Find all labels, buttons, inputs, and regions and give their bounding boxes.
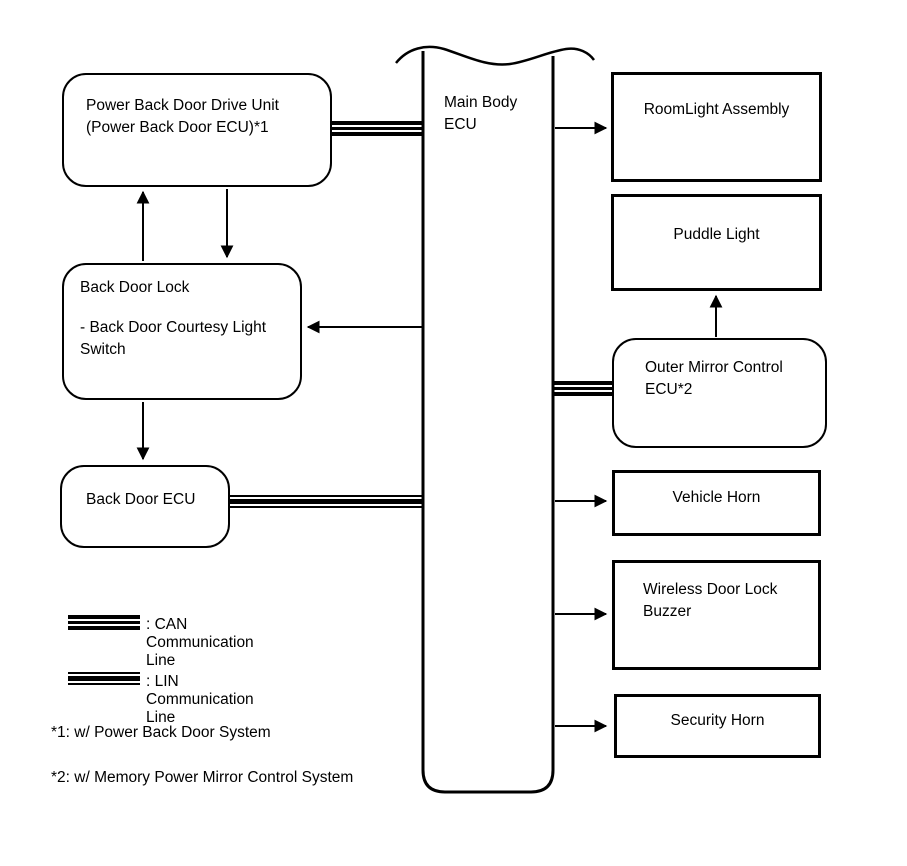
footnote-2: *2: w/ Memory Power Mirror Control Syste… bbox=[51, 769, 354, 786]
can-line-drive-unit-main-ecu bbox=[332, 121, 422, 136]
security-horn-label: Security Horn bbox=[670, 712, 765, 729]
wireless-buzzer-line2: Buzzer bbox=[643, 603, 692, 620]
back-door-ecu-label: Back Door ECU bbox=[86, 491, 196, 508]
lin-line-symbol bbox=[68, 672, 140, 685]
drive-unit-line1: Power Back Door Drive Unit bbox=[86, 97, 279, 114]
main-ecu-line1: Main Body bbox=[444, 94, 518, 111]
lin-line-back-door-ecu-main-ecu bbox=[230, 495, 422, 508]
node-roomlight-assembly: RoomLight Assembly bbox=[611, 72, 822, 182]
node-wireless-door-lock-buzzer: Wireless Door Lock Buzzer bbox=[612, 560, 821, 670]
main-body-ecu-outline bbox=[421, 51, 555, 794]
can-line-main-ecu-outer-mirror bbox=[554, 381, 612, 396]
outer-mirror-line1: Outer Mirror Control bbox=[645, 359, 783, 376]
node-back-door-lock: Back Door Lock - Back Door Courtesy Ligh… bbox=[62, 263, 302, 400]
wireless-buzzer-line1: Wireless Door Lock bbox=[643, 581, 778, 598]
node-puddle-light: Puddle Light bbox=[611, 194, 822, 291]
legend-can-label: : CAN Communication Line bbox=[146, 616, 254, 669]
node-outer-mirror-control-ecu: Outer Mirror Control ECU*2 bbox=[612, 338, 827, 448]
node-power-back-door-drive-unit: Power Back Door Drive Unit (Power Back D… bbox=[62, 73, 332, 187]
vehicle-horn-label: Vehicle Horn bbox=[672, 489, 761, 506]
drive-unit-line2: (Power Back Door ECU)*1 bbox=[86, 119, 269, 136]
legend-lin-label: : LIN Communication Line bbox=[146, 673, 254, 726]
back-door-lock-subtitle: - Back Door Courtesy Light Switch bbox=[80, 319, 267, 358]
node-vehicle-horn: Vehicle Horn bbox=[612, 470, 821, 536]
main-ecu-line2: ECU bbox=[444, 116, 477, 133]
outer-mirror-line2: ECU*2 bbox=[645, 381, 693, 398]
node-main-body-ecu-label: Main Body ECU bbox=[444, 92, 517, 136]
node-security-horn: Security Horn bbox=[614, 694, 821, 758]
can-line-symbol bbox=[68, 615, 140, 630]
footnote-1: *1: w/ Power Back Door System bbox=[51, 724, 271, 741]
node-back-door-ecu: Back Door ECU bbox=[60, 465, 230, 548]
back-door-lock-title: Back Door Lock bbox=[80, 279, 190, 296]
roomlight-assembly-label: RoomLight Assembly bbox=[643, 101, 790, 118]
main-body-ecu-torn-edge bbox=[395, 45, 596, 66]
puddle-light-label: Puddle Light bbox=[673, 226, 760, 243]
